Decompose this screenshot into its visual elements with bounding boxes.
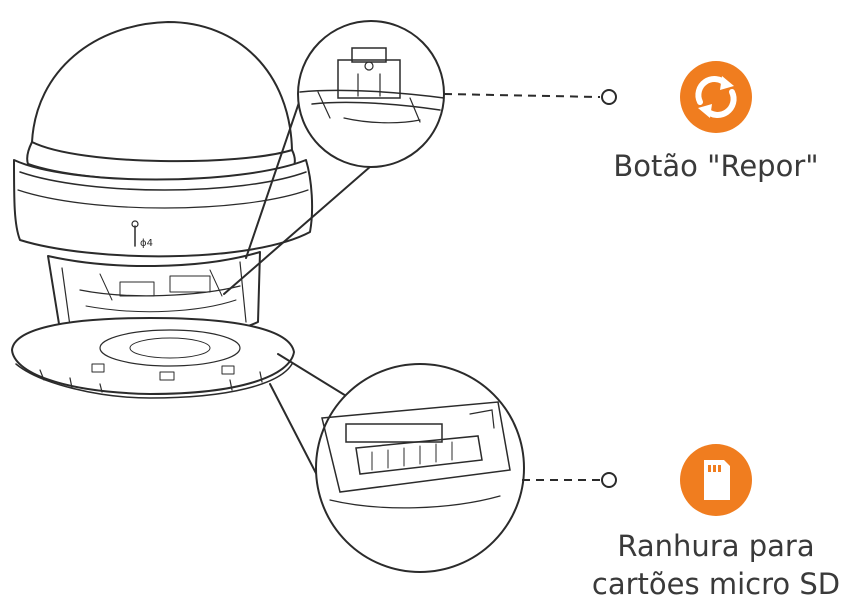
reset-leader-line [443, 93, 601, 98]
sd-slot-label-line1: Ranhura para [617, 529, 814, 563]
refresh-icon [680, 61, 752, 133]
screw-label: ɸ4 [140, 238, 153, 249]
dome-camera-illustration [11, 21, 314, 399]
sd-card-icon [680, 444, 752, 516]
leader-lines [443, 89, 617, 488]
sd-detail-magnifier [269, 353, 525, 573]
reset-detail-magnifier [223, 20, 445, 295]
sd-slot-label-line2: cartões micro SD [592, 567, 840, 601]
dome-shell [31, 21, 293, 163]
reset-leader-dot [601, 89, 617, 105]
reset-button-label: Botão "Repor" [613, 149, 818, 183]
sd-leader-dot [601, 472, 617, 488]
